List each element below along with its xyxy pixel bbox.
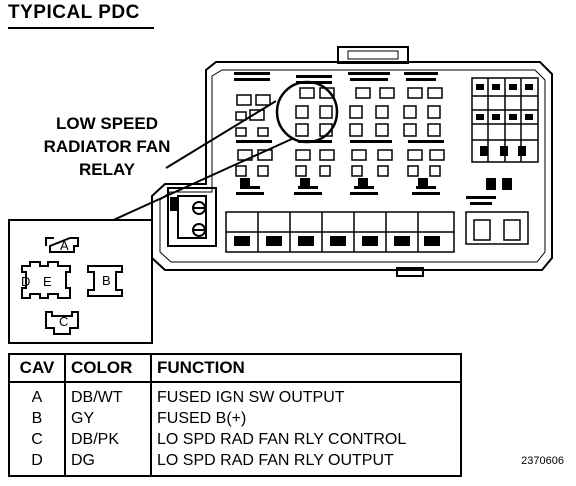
header-color: COLOR: [64, 353, 152, 383]
pdc-bottom-tab: [396, 267, 424, 277]
header-cav: CAV: [8, 353, 66, 383]
cavity-table: CAV COLOR FUNCTION A DB/WT FUSED IGN SW …: [8, 353, 462, 477]
relay-sockets-row-2: [235, 149, 445, 177]
socket-fill-marks: [236, 140, 444, 186]
relay-callout-label: LOW SPEED RADIATOR FAN RELAY: [32, 112, 182, 181]
cavity-d-label: D: [21, 274, 30, 289]
reference-number: 2370606: [521, 455, 564, 467]
cell-cav: D: [8, 450, 66, 477]
cell-color: GY: [64, 408, 152, 429]
pdc-housing: [151, 61, 553, 271]
cell-cav: C: [8, 429, 66, 450]
cell-function: LO SPD RAD FAN RLY CONTROL: [150, 429, 462, 450]
table-row: C DB/PK LO SPD RAD FAN RLY CONTROL: [8, 429, 462, 450]
cell-function: LO SPD RAD FAN RLY OUTPUT: [150, 450, 462, 477]
cell-function: FUSED B(+): [150, 408, 462, 429]
table-row: D DG LO SPD RAD FAN RLY OUTPUT: [8, 450, 462, 477]
title-underline: [8, 27, 154, 29]
cell-cav: A: [8, 382, 66, 408]
callout-line-2: RADIATOR FAN: [43, 137, 171, 156]
relay-connector-view: A B C D E: [8, 219, 153, 344]
starter-relay-socket: [465, 211, 529, 245]
cell-color: DG: [64, 450, 152, 477]
callout-leader-lines: [108, 100, 295, 223]
cavity-a-label: A: [60, 238, 69, 253]
table-row: B GY FUSED B(+): [8, 408, 462, 429]
cell-cav: B: [8, 408, 66, 429]
cavity-e-label: E: [43, 274, 52, 289]
relay-sockets-row-1: [235, 87, 443, 137]
fuse-marks: [476, 84, 533, 190]
callout-line-3: RELAY: [78, 160, 136, 179]
cell-function: FUSED IGN SW OUTPUT: [150, 382, 462, 408]
relay-terminal-block: [167, 187, 217, 247]
callout-line-1: LOW SPEED: [55, 114, 158, 133]
page-title: TYPICAL PDC: [8, 2, 140, 23]
cell-color: DB/PK: [64, 429, 152, 450]
pdc-top-tab: [337, 46, 409, 64]
maxi-fuse-marks: [234, 236, 440, 246]
header-function: FUNCTION: [150, 353, 462, 383]
cavity-c-label: C: [59, 314, 68, 329]
table-header-row: CAV COLOR FUNCTION: [8, 353, 462, 383]
pdc-housing-inner: [159, 69, 546, 263]
cell-color: DB/WT: [64, 382, 152, 408]
relay-highlight-circle: [275, 80, 339, 144]
table-row: A DB/WT FUSED IGN SW OUTPUT: [8, 382, 462, 408]
cavity-b-label: B: [102, 273, 111, 288]
